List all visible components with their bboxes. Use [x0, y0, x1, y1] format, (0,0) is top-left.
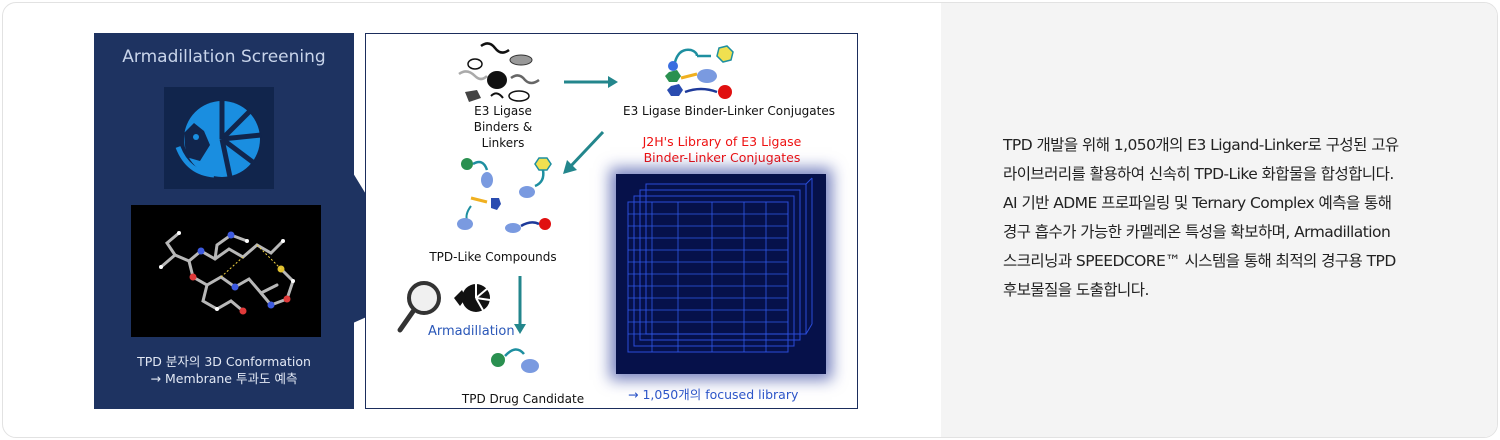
description-line-2: 라이브러리를 활용하여 신속히 TPD-Like 화합물을 합성합니다. [1003, 165, 1394, 183]
e3-binders-label-1: E3 Ligase [474, 104, 532, 118]
description-panel: TPD 개발을 위해 1,050개의 E3 Ligand-Linker로 구성된… [941, 3, 1497, 437]
conformation-caption: TPD 분자의 3D Conformation [137, 354, 311, 369]
drug-candidate-icon [491, 348, 539, 373]
workflow-diagram-frame: E3 Ligase Binders & Linkers E3 Ligase Bi… [365, 33, 858, 409]
e3-binders-label-2: Binders & [473, 120, 533, 134]
conjugates-label: E3 Ligase Binder-Linker Conjugates [623, 104, 835, 118]
armadillo-logo-box [164, 87, 274, 189]
description-line-1: TPD 개발을 위해 1,050개의 E3 Ligand-Linker로 구성된… [1003, 136, 1399, 154]
library-grid-image [616, 174, 826, 374]
arrow-down-icon [514, 276, 526, 334]
description-line-4: 경구 흡수가 가능한 카멜레온 특성을 확보하며, Armadillation [1003, 223, 1391, 241]
library-title-1: J2H's Library of E3 Ligase [642, 134, 802, 149]
description-line-6: 후보물질을 도출합니다. [1003, 281, 1149, 299]
description-line-5: 스크리닝과 SPEEDCORE™ 시스템을 통해 최적의 경구용 TPD [1003, 252, 1396, 270]
drug-candidate-label: TPD Drug Candidate [461, 392, 585, 406]
armadillo-logo-icon [175, 99, 262, 178]
arrow-diagonal-icon [563, 130, 605, 174]
library-count-note: → 1,050개의 focused library [628, 387, 799, 402]
armadillation-label: Armadillation [428, 324, 515, 339]
library-sheets-icon [627, 177, 813, 353]
description-text: TPD 개발을 위해 1,050개의 E3 Ligand-Linker로 구성된… [1003, 131, 1473, 305]
tpd-like-label: TPD-Like Compounds [429, 250, 557, 264]
molecule-structure-icon [159, 231, 295, 315]
panel-title: Armadillation Screening [122, 47, 326, 67]
magnifier-icon [397, 281, 441, 333]
armadillation-screening-panel: Armadillation Screening [94, 33, 354, 409]
e3-binders-cluster-icon [458, 42, 540, 102]
molecule-3d-image [131, 205, 321, 337]
description-line-3: AI 기반 ADME 프로파일링 및 Ternary Complex 예측을 통… [1003, 194, 1392, 212]
armadillo-mini-icon [454, 284, 491, 313]
e3-binders-label-3: Linkers [481, 136, 525, 150]
library-title-2: Binder-Linker Conjugates [643, 150, 801, 165]
conjugates-cluster-icon [665, 45, 734, 99]
tpd-like-compounds-icon [457, 157, 552, 233]
permeability-caption: → Membrane 투과도 예측 [150, 371, 298, 386]
arrow-right-icon [564, 76, 618, 88]
